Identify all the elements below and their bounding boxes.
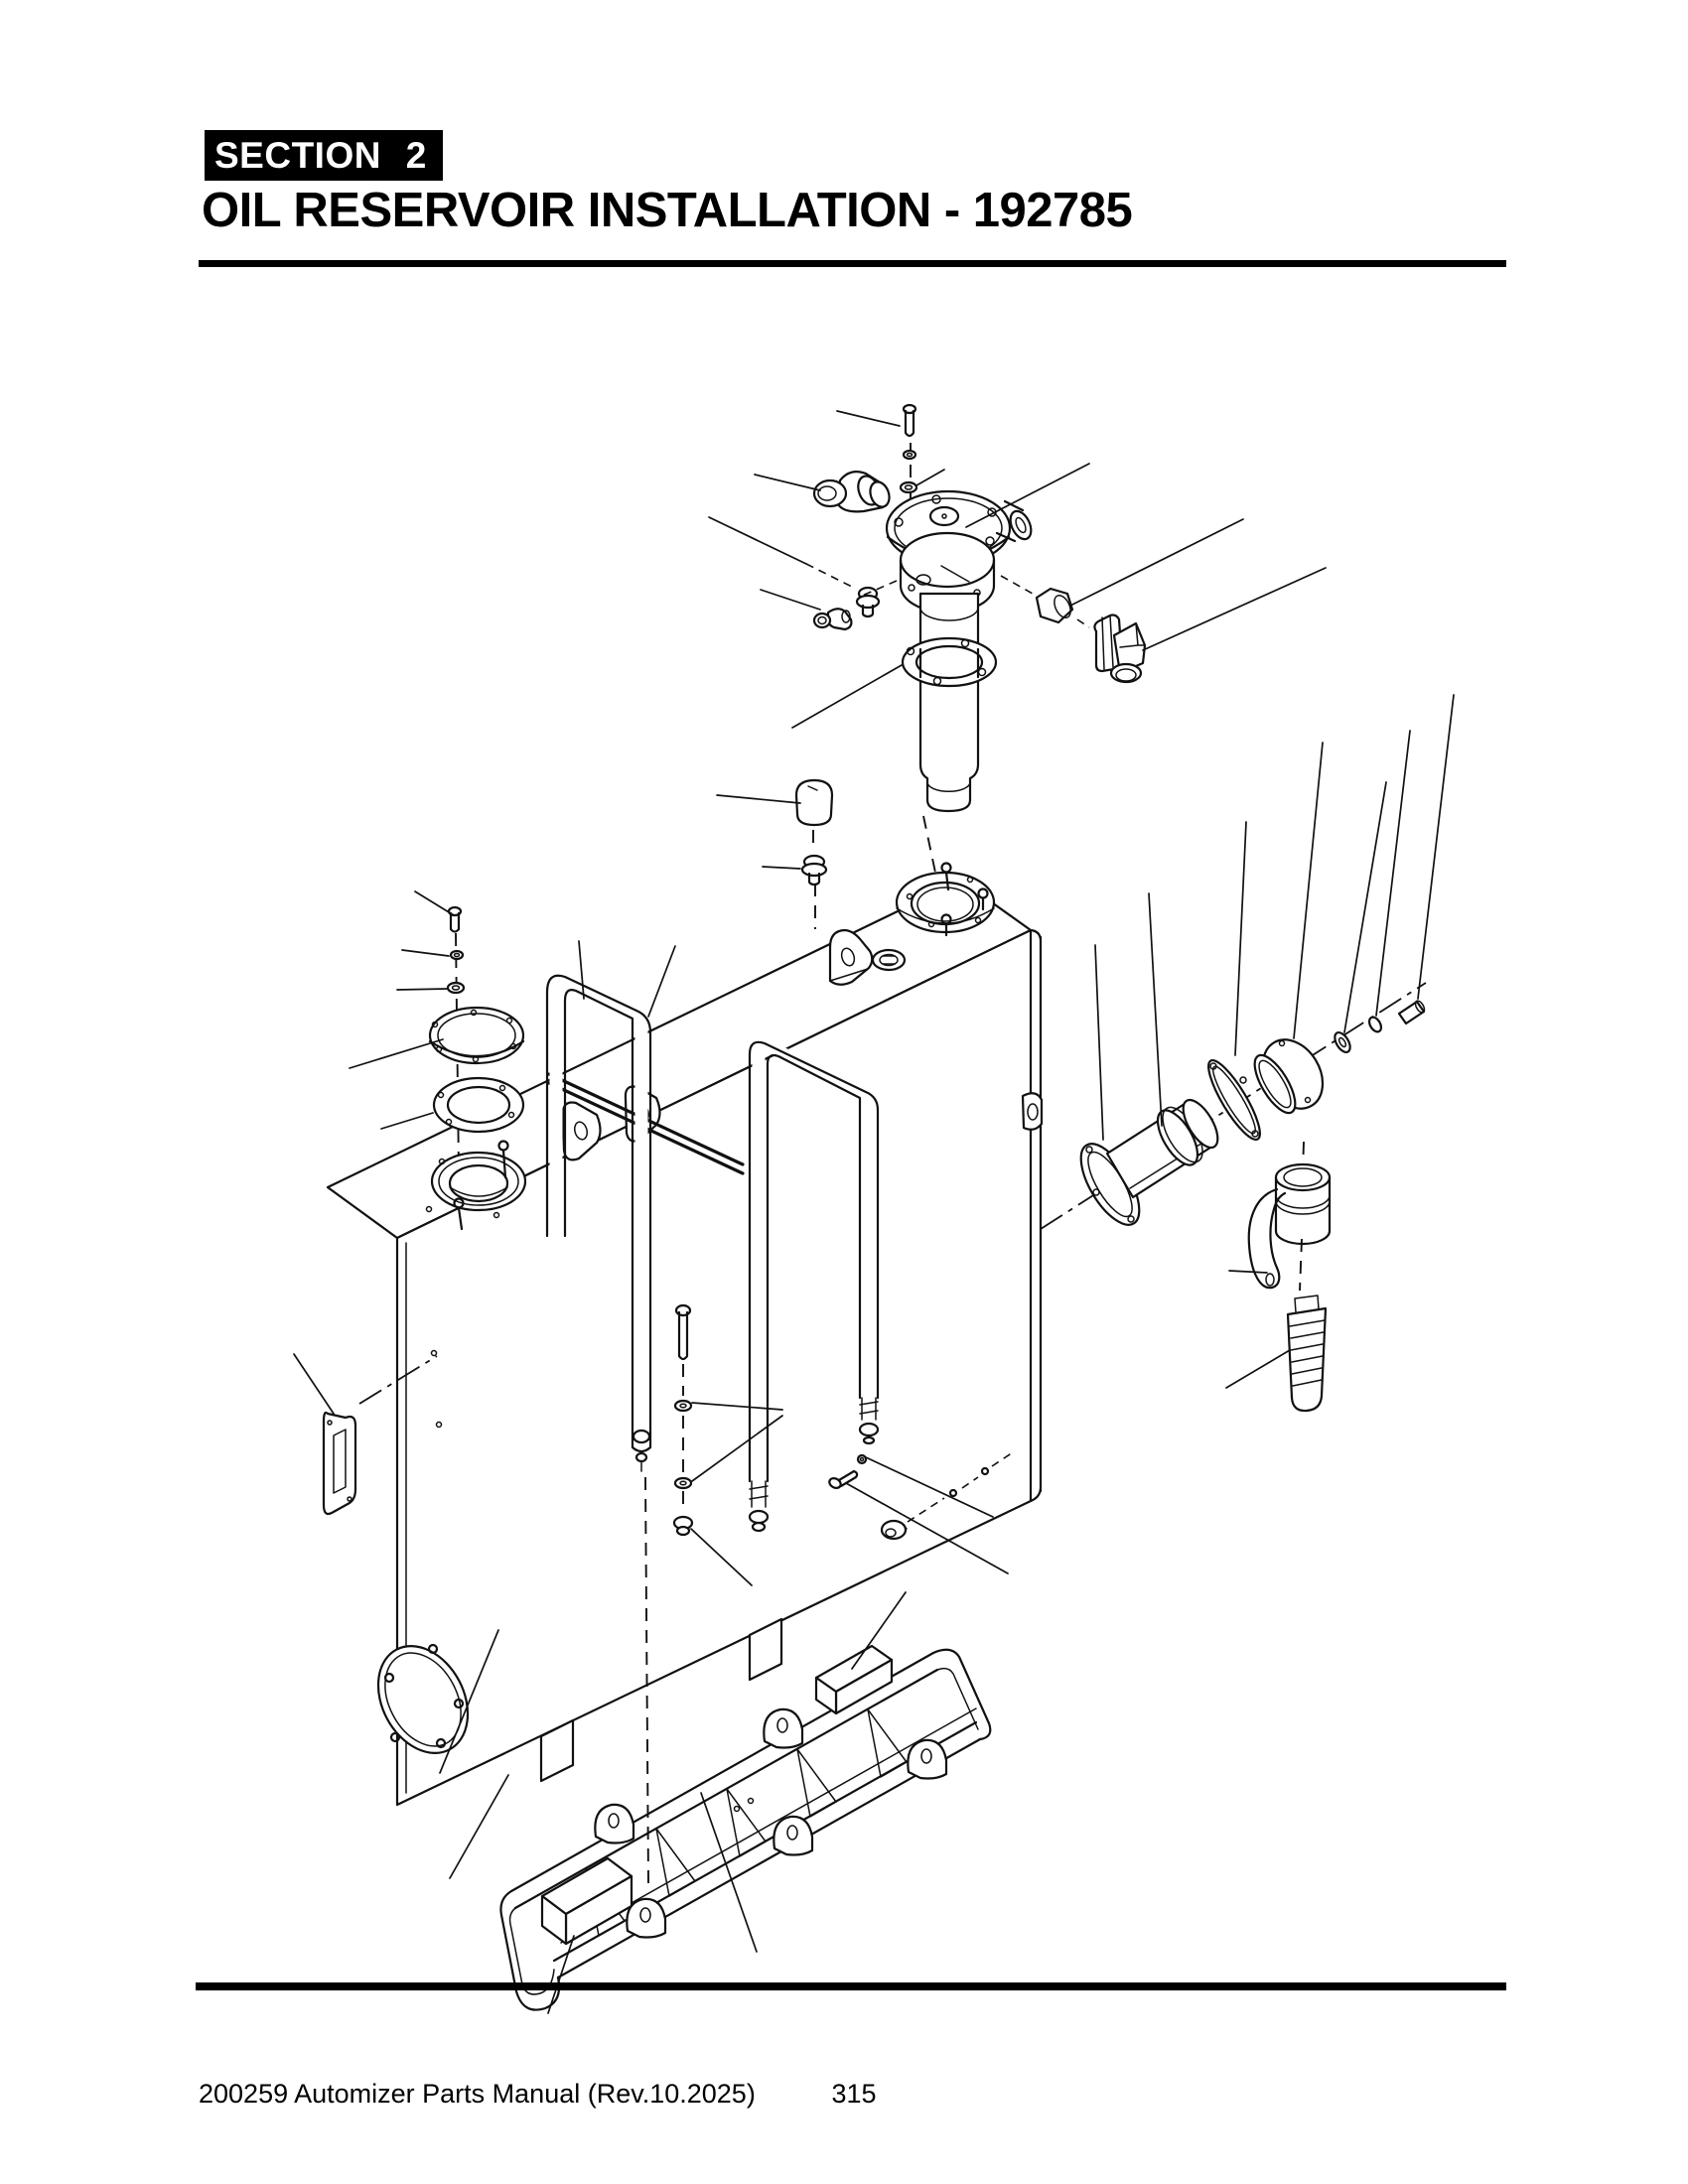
suction-assembly [1040, 694, 1455, 1230]
sight-level-gauge [293, 1349, 443, 1516]
suction-tube [1105, 1098, 1219, 1199]
oil-reservoir-tank [293, 862, 1044, 1879]
breather-cap-assembly [1225, 1141, 1332, 1413]
filler-breather-cap [1274, 1162, 1332, 1246]
hook-tab [773, 1815, 814, 1856]
end-cover-disc [1207, 1058, 1261, 1142]
cap-retainer-strap [1247, 1187, 1287, 1290]
flat-washer [899, 480, 918, 494]
hold-down-strap-1 [545, 940, 676, 1885]
hydraulic-elbow-fitting [812, 471, 891, 513]
strap-nut-2 [858, 1422, 880, 1437]
strap-nut [748, 1509, 770, 1525]
page-number: 315 [831, 2079, 877, 2109]
screw-washer [856, 1453, 868, 1465]
washer [1334, 1030, 1351, 1054]
mounting-bracket [499, 1591, 992, 2014]
small-washer [1367, 1016, 1383, 1033]
filter-housing [899, 531, 996, 614]
lock-washer [902, 449, 917, 461]
hook-tab [907, 1738, 948, 1780]
clevis-pin [1397, 1000, 1426, 1025]
filter-bowl [918, 592, 980, 813]
strap-hardware [672, 1303, 783, 1586]
hex-plug [1035, 587, 1074, 624]
hook-tab [594, 1803, 635, 1844]
front-access-cover [376, 1643, 470, 1754]
small-elbow-fitting [812, 608, 853, 631]
strap-clevis-pin [632, 1429, 651, 1444]
hold-down-strap-2 [748, 1039, 880, 1533]
elbow-dome-cover [1253, 1038, 1325, 1115]
hex-bung [871, 948, 907, 972]
filter-mounting-flange [901, 636, 998, 688]
rubber-cap [794, 778, 834, 827]
mounting-fasteners [828, 1451, 1014, 1574]
inspection-cover-plate [428, 1006, 525, 1065]
page-title: OIL RESERVOIR INSTALLATION - 192785 [202, 184, 1133, 237]
flanged-plug [800, 854, 828, 887]
cover-plate-stack [349, 890, 527, 1231]
section-badge: SECTION 2 [205, 130, 443, 181]
rubber-pad-right [814, 1644, 894, 1715]
hex-head-screw [902, 403, 917, 438]
lifting-lug [828, 928, 874, 986]
grommet [880, 1519, 908, 1541]
footer-text: 200259 Automizer Parts Manual (Rev.10.20… [199, 2079, 756, 2109]
breather-fitting [855, 586, 881, 618]
hold-down-straps [545, 940, 880, 1885]
rubber-pad-left [540, 1856, 633, 1946]
cap-and-plug [716, 778, 834, 929]
filler-flange [895, 862, 996, 937]
footer-rule [196, 1982, 1506, 1990]
90-degree-elbow [1093, 614, 1147, 684]
suction-strainer [1286, 1295, 1328, 1413]
hook-tab [763, 1707, 804, 1749]
title-rule [199, 260, 1506, 267]
return-filter-assembly [708, 403, 1327, 887]
hook-tab [626, 1897, 667, 1939]
